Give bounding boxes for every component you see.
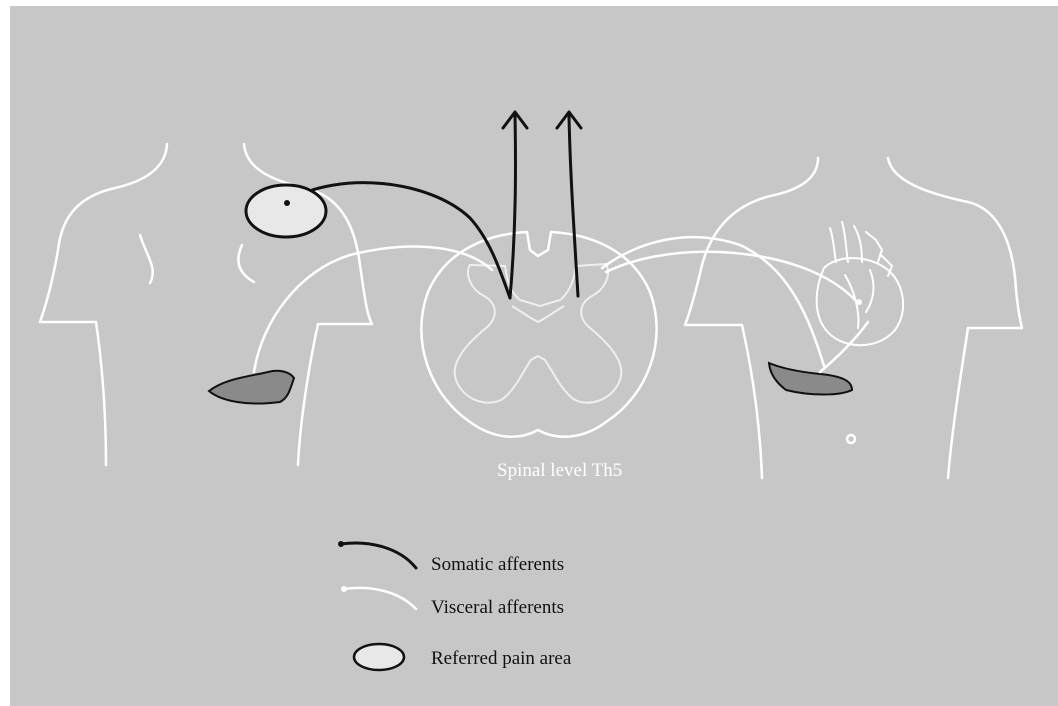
spinal-cord-section — [421, 232, 656, 437]
legend-referred-label: Referred pain area — [431, 648, 571, 670]
referred-pain-area — [246, 185, 326, 237]
referred-pain-area-origin — [284, 200, 290, 206]
legend-referred-ellipse — [354, 644, 404, 670]
legend-visceral-line — [344, 588, 416, 609]
heart-illustration — [817, 222, 903, 345]
right-visceral-organ — [769, 363, 852, 395]
legend — [338, 541, 416, 670]
visceral-afferent-paths — [254, 237, 868, 372]
legend-visceral-dot — [341, 586, 347, 592]
legend-somatic-label: Somatic afferents — [431, 554, 564, 576]
spinal-level-label: Spinal level Th5 — [497, 460, 622, 482]
spinal-gray-matter — [455, 264, 622, 403]
right-torso-outline — [685, 158, 1022, 478]
legend-somatic-dot — [338, 541, 344, 547]
legend-visceral-label: Visceral afferents — [431, 597, 564, 619]
legend-somatic-line — [341, 543, 416, 568]
somatic-afferent-paths — [287, 112, 581, 298]
left-visceral-organ — [209, 371, 294, 404]
heart-afferent-origin — [856, 299, 862, 305]
left-torso-outline — [40, 144, 372, 465]
